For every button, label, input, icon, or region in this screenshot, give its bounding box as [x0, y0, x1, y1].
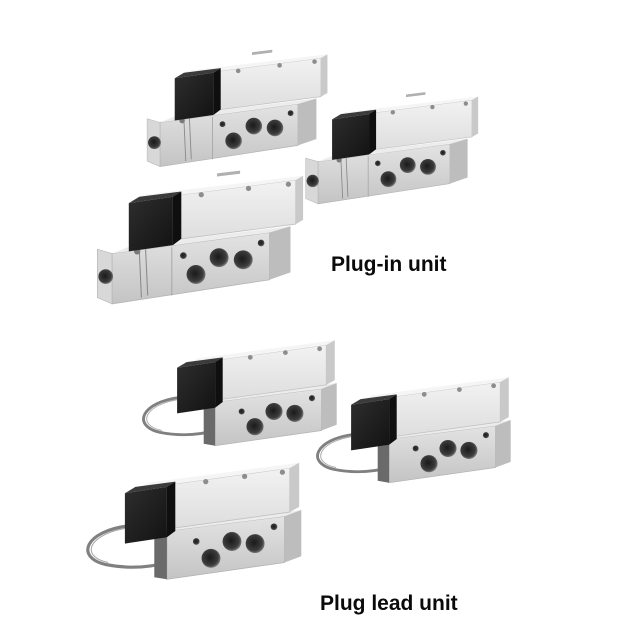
plug-in-valve-1: [146, 49, 328, 168]
plug-lead-valve-3: [86, 461, 303, 581]
caption-plug-lead-unit: Plug lead unit: [320, 592, 458, 615]
plug-in-valve-2: [305, 91, 479, 205]
caption-plug-in-unit: Plug-in unit: [331, 253, 447, 276]
plug-lead-valve-2: [316, 375, 513, 485]
plug-in-valve-3: [96, 170, 304, 305]
plug-lead-valve-1: [142, 338, 339, 448]
